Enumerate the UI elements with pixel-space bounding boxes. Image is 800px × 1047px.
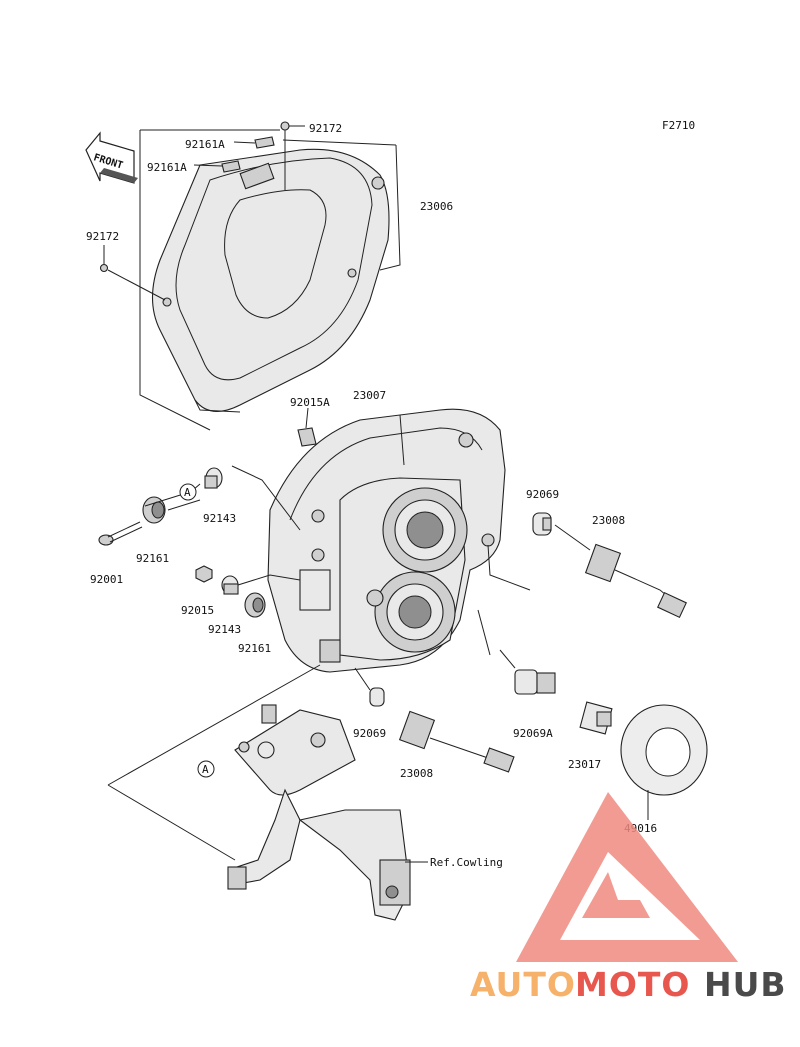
label-92161-lower: 92161 <box>238 642 271 655</box>
bulb-92069-lower <box>354 667 385 707</box>
bolt-icon <box>98 521 143 546</box>
grommet-icon <box>142 496 166 524</box>
label-ref-cowling: Ref.Cowling <box>430 856 503 869</box>
svg-text:MOTO: MOTO <box>575 965 690 1004</box>
label-92172-top: 92172 <box>309 122 342 135</box>
headlight-cover-23006 <box>152 148 390 413</box>
svg-text:HUB: HUB <box>704 965 787 1004</box>
label-92015: 92015 <box>181 604 214 617</box>
label-92069-upper: 92069 <box>526 488 559 501</box>
nut-icon <box>195 565 213 583</box>
clip-icon <box>297 407 317 447</box>
cowling-bracket <box>227 704 411 921</box>
bulb-92069A <box>499 649 556 695</box>
svg-text:AUTO: AUTO <box>470 965 576 1004</box>
label-92161A-1: 92161A <box>185 138 225 151</box>
label-23007: 23007 <box>353 389 386 402</box>
svg-text:A: A <box>184 486 191 499</box>
collar-icon <box>221 575 239 595</box>
label-23008-lower: 23008 <box>400 767 433 780</box>
collar-icon <box>204 467 223 489</box>
bulb-92069-upper <box>532 512 552 536</box>
label-92172-left: 92172 <box>86 230 119 243</box>
svg-text:A: A <box>202 763 209 776</box>
label-92143-upper: 92143 <box>203 512 236 525</box>
watermark-text: AUTO MOTO HUB <box>470 965 787 1004</box>
label-23008-upper: 23008 <box>592 514 625 527</box>
label-92001: 92001 <box>90 573 123 586</box>
automotohub-logo <box>516 792 738 962</box>
socket-23008-upper <box>554 524 687 619</box>
pad-icon <box>193 136 275 173</box>
label-23006: 23006 <box>420 200 453 213</box>
grommet-icon <box>244 592 266 618</box>
label-92069A: 92069A <box>513 727 553 740</box>
screw-icon <box>99 245 166 301</box>
label-92069-lower: 92069 <box>353 727 386 740</box>
part-labels: 92172 92161A 92161A 23006 92172 23007 92… <box>86 122 657 869</box>
label-23017: 23017 <box>568 758 601 771</box>
callout-a-upper: A <box>179 483 197 501</box>
seal-49016 <box>620 704 708 820</box>
label-92143-lower: 92143 <box>208 623 241 636</box>
callout-a-lower: A <box>197 760 215 778</box>
label-92015A: 92015A <box>290 396 330 409</box>
headlight-unit-23007 <box>267 408 506 673</box>
figure-code: F2710 <box>662 119 695 132</box>
front-arrow-icon: FRONT <box>85 131 138 184</box>
socket-23008-lower <box>398 710 515 773</box>
cover-23017 <box>579 701 613 735</box>
label-92161-upper: 92161 <box>136 552 169 565</box>
screw-icon <box>280 121 305 190</box>
label-92161A-2: 92161A <box>147 161 187 174</box>
